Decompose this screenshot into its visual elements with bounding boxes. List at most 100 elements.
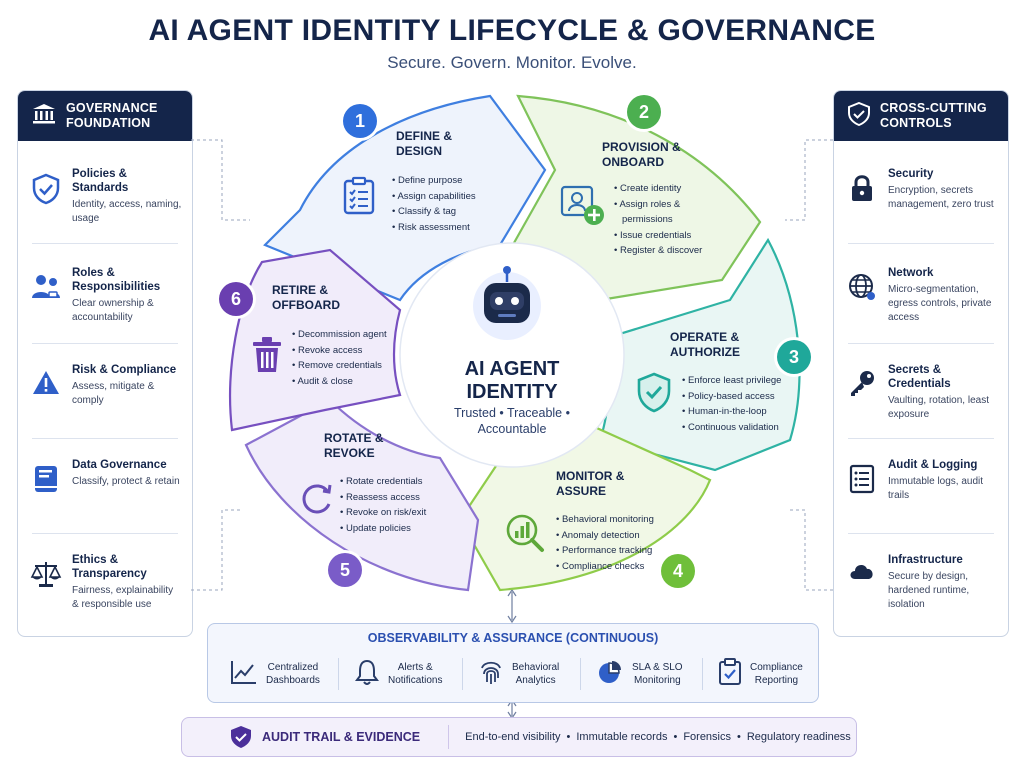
key-icon bbox=[847, 369, 877, 422]
chart-line-icon bbox=[230, 659, 258, 690]
stage-6-badge: 6 bbox=[219, 282, 253, 316]
stage-bullet: • Remove credentials bbox=[292, 360, 382, 371]
stage-title-line: DEFINE & bbox=[396, 129, 453, 143]
stage-6-title: RETIRE &OFFBOARD bbox=[272, 283, 340, 313]
center-title-line1: AI AGENT bbox=[464, 358, 560, 380]
item-title: Audit & Logging bbox=[888, 459, 978, 471]
stage-title-line: OPERATE & bbox=[670, 330, 740, 344]
stage-bullet: • Assign capabilities bbox=[392, 190, 476, 202]
obs-label: Dashboards bbox=[266, 675, 320, 686]
stage-2-bullets: • Create identity• Assign roles &permiss… bbox=[614, 181, 702, 259]
add-user-icon bbox=[560, 185, 606, 232]
item-desc: Fairness, explainability & responsible u… bbox=[72, 585, 174, 610]
audit-title: AUDIT TRAIL & EVIDENCE bbox=[262, 730, 421, 744]
item-desc: Assess, mitigate & comply bbox=[72, 381, 155, 406]
stage-1-badge: 1 bbox=[343, 104, 377, 138]
robot-icon bbox=[473, 266, 541, 340]
item-desc: Encryption, secrets management, zero tru… bbox=[888, 185, 994, 210]
book-icon bbox=[33, 464, 59, 499]
stage-bullet: • Compliance checks bbox=[556, 560, 645, 572]
stage-3-segment bbox=[598, 237, 801, 472]
stage-bullet: • Human-in-the-loop bbox=[682, 406, 767, 417]
lock-icon bbox=[849, 173, 875, 212]
obs-label: Centralized bbox=[267, 662, 319, 673]
stage-bullet: • Behavioral monitoring bbox=[556, 514, 654, 525]
stage-title-line: AUTHORIZE bbox=[670, 345, 740, 359]
scales-icon bbox=[30, 559, 62, 612]
center-title: AI AGENT IDENTITY bbox=[412, 358, 612, 404]
item-desc: Micro-segmentation, egress controls, pri… bbox=[888, 284, 992, 323]
stage-title-line: ONBOARD bbox=[602, 155, 664, 169]
stage-bullet: • Performance tracking bbox=[556, 545, 653, 556]
stage-title-line: PROVISION & bbox=[602, 140, 681, 154]
stage-bullet: • Decommission agent bbox=[292, 329, 387, 340]
cloud-icon bbox=[847, 559, 877, 612]
stage-4-segment bbox=[458, 423, 712, 592]
shield-icon bbox=[32, 173, 60, 226]
refresh-icon bbox=[297, 478, 337, 523]
center-tagline-2: Accountable bbox=[477, 422, 547, 436]
stage-title-line: REVOKE bbox=[324, 446, 375, 460]
obs-label: SLA & SLO bbox=[632, 662, 683, 673]
stage-1-title: DEFINE &DESIGN bbox=[396, 129, 452, 159]
stage-bullet: • Classify & tag bbox=[392, 206, 457, 217]
item-desc: Secure by design, hardened runtime, isol… bbox=[888, 571, 970, 610]
clipboard-check-icon bbox=[718, 657, 742, 691]
obs-item-alerts: Alerts &Notifications bbox=[354, 654, 442, 694]
stage-bullet: • Audit & close bbox=[292, 375, 353, 387]
shield-check-icon bbox=[636, 372, 672, 419]
audit-point: Forensics bbox=[683, 731, 731, 743]
checklist-icon bbox=[342, 176, 376, 221]
stage-4-title: MONITOR &ASSURE bbox=[556, 469, 624, 499]
shield-check-icon bbox=[230, 725, 252, 749]
stage-bullet: permissions bbox=[622, 214, 673, 225]
audit-trail-panel: AUDIT TRAIL & EVIDENCE End-to-end visibi… bbox=[181, 717, 857, 757]
warning-icon bbox=[31, 369, 61, 408]
people-icon bbox=[30, 272, 62, 325]
obs-label: Notifications bbox=[388, 675, 443, 686]
item-title: Ethics & Transparency bbox=[72, 554, 147, 580]
stage-bullet: • Revoke on risk/exit bbox=[340, 507, 427, 518]
stage-5-bullets: • Rotate credentials• Reassess access• R… bbox=[340, 474, 426, 536]
stage-2-badge: 2 bbox=[627, 95, 661, 129]
stage-bullet: • Define purpose bbox=[392, 175, 463, 186]
stage-4-bullets: • Behavioral monitoring• Anomaly detecti… bbox=[556, 512, 654, 574]
stage-6-bullets: • Decommission agent• Revoke access• Rem… bbox=[292, 327, 387, 389]
item-desc: Identity, access, naming, usage bbox=[72, 199, 182, 224]
obs-label: Behavioral bbox=[512, 662, 560, 673]
item-title: Network bbox=[888, 267, 934, 279]
stage-bullet: • Issue credentials bbox=[614, 229, 692, 241]
center-tagline: Trusted • Traceable • Accountable bbox=[412, 405, 612, 437]
item-title: Data Governance bbox=[72, 459, 167, 471]
page-title: AI AGENT IDENTITY LIFECYCLE & GOVERNANCE bbox=[148, 14, 876, 47]
observability-title: OBSERVABILITY & ASSURANCE (CONTINUOUS) bbox=[367, 631, 659, 645]
stage-6-segment bbox=[229, 248, 402, 432]
page-subtitle: Secure. Govern. Monitor. Evolve. bbox=[387, 53, 637, 72]
item-title: Security bbox=[888, 168, 934, 180]
item-desc: Clear ownership & accountability bbox=[72, 298, 154, 323]
stage-2-title: PROVISION &ONBOARD bbox=[602, 140, 681, 170]
item-title: Risk & Compliance bbox=[72, 364, 177, 376]
center-title-line2: IDENTITY bbox=[466, 381, 558, 403]
trash-icon bbox=[250, 335, 284, 380]
audit-point: Immutable records bbox=[576, 731, 668, 743]
stage-bullet: • Update policies bbox=[340, 522, 411, 534]
bell-icon bbox=[354, 658, 380, 691]
stage-1-segment bbox=[263, 94, 547, 302]
item-desc: Classify, protect & retain bbox=[72, 476, 180, 487]
stage-3-bullets: • Enforce least privilege• Policy-based … bbox=[682, 373, 781, 435]
item-title: Roles & Responsibilities bbox=[72, 267, 161, 293]
